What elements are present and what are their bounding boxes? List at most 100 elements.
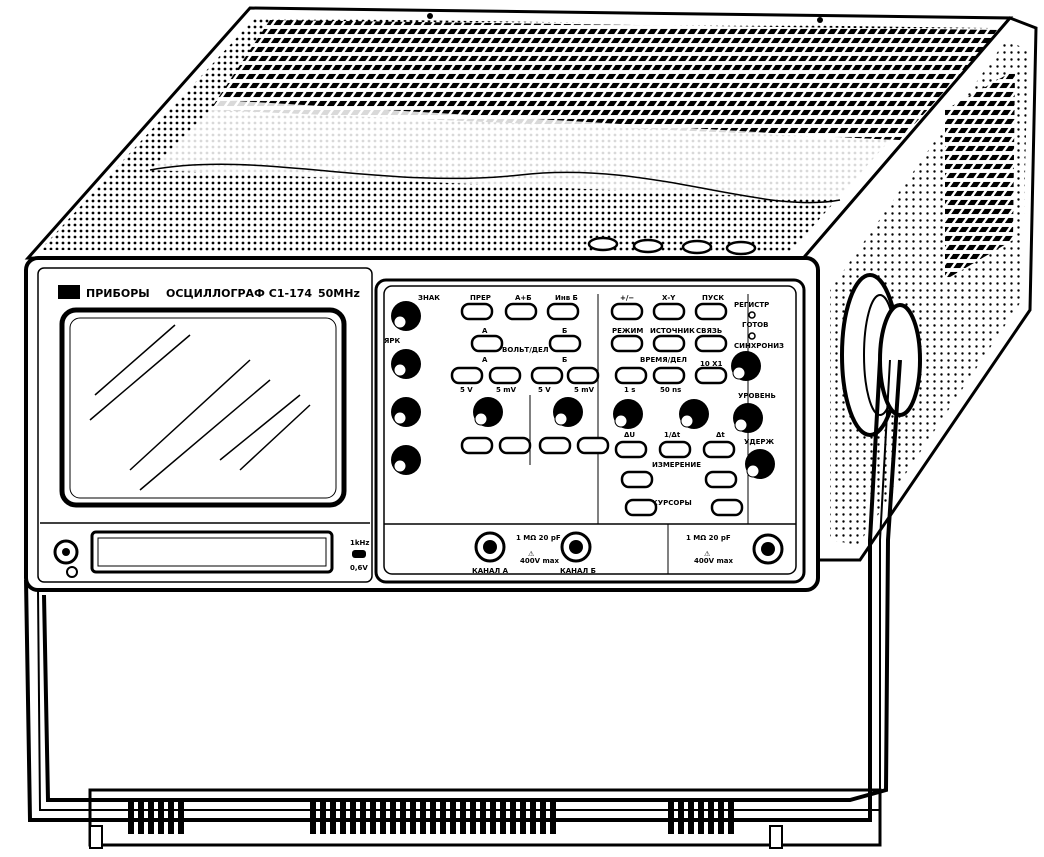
time-slow-button[interactable]	[614, 366, 648, 385]
a-volt-max-label: 5 V	[460, 386, 473, 394]
start-button[interactable]	[694, 302, 728, 321]
channel-a-input-label: КАНАЛ А	[472, 567, 509, 575]
brightness-label: ЯРК	[384, 337, 401, 345]
b-volt-down-button[interactable]	[566, 366, 600, 385]
base	[88, 788, 882, 849]
channel-a-bnc[interactable]	[474, 531, 506, 563]
bandwidth-label: 50MHz	[318, 287, 360, 300]
focus-knob[interactable]	[391, 349, 421, 379]
xy-label: Х-Y	[662, 294, 676, 302]
inverse-dt-button[interactable]	[658, 440, 692, 459]
cal-label-bottom: 0,6V	[350, 564, 368, 572]
time-fast-button[interactable]	[652, 366, 686, 385]
sync-label: СИНХРОНИЗ	[734, 342, 784, 350]
ground-terminal[interactable]	[66, 566, 78, 578]
b-volt-min-label: 5 mV	[574, 386, 595, 394]
channel-b-button[interactable]	[548, 334, 582, 353]
chop-button[interactable]	[460, 302, 494, 321]
trigger-mode-label: РЕЖИМ	[612, 327, 643, 335]
invert-b-button[interactable]	[546, 302, 580, 321]
time-div-label: ВРЕМЯ/ДЕЛ	[640, 356, 687, 364]
base-vent-left	[128, 800, 184, 834]
input-vmax-label: 400V max	[520, 557, 559, 565]
trace-rotation-knob[interactable]	[391, 445, 421, 475]
ext-input-spec-label: 1 MΩ 20 pF	[686, 534, 731, 542]
cal-output[interactable]	[352, 550, 366, 558]
b-ground-button[interactable]	[576, 436, 610, 455]
intensity-label: ЗНАК	[418, 294, 440, 302]
magnify-button[interactable]	[694, 366, 728, 385]
volts-div-label: ВОЛЬТ/ДЕЛ	[502, 346, 549, 354]
ready-led	[748, 311, 756, 319]
h-fine-knob[interactable]	[679, 399, 709, 429]
cursors-label: КУРСОРЫ	[652, 499, 692, 507]
model-title: ОСЦИЛЛОГРАФ С1-174	[166, 287, 312, 300]
trigger-mode-button[interactable]	[610, 334, 644, 353]
level-knob[interactable]	[733, 403, 763, 433]
mode-button-label-3: Инв Б	[555, 294, 578, 302]
input-spec-label: 1 MΩ 20 pF	[516, 534, 561, 542]
a-ground-button[interactable]	[498, 436, 532, 455]
intensity-knob[interactable]	[391, 301, 421, 331]
measure-label: ИЗМЕРЕНИЕ	[652, 461, 701, 469]
sync-led	[748, 332, 756, 340]
cal-label-top: 1kHz	[350, 539, 369, 547]
channel-a-button[interactable]	[470, 334, 504, 353]
mode-button-label-2: А+Б	[515, 294, 532, 302]
start-label: ПУСК	[702, 294, 724, 302]
mode-button-label-1: ПРЕР	[470, 294, 491, 302]
ready-label: ГОТОВ	[742, 321, 768, 329]
channel-b-input-label: КАНАЛ Б	[560, 567, 596, 575]
ext-warning-triangle: ⚠	[704, 550, 711, 558]
trigger-coupling-label: СВЯЗЬ	[696, 327, 722, 335]
external-trigger-bnc[interactable]	[752, 533, 784, 565]
trigger-source-label: ИСТОЧНИК	[650, 327, 695, 335]
trigger-coupling-button[interactable]	[694, 334, 728, 353]
cursor-2-up-button[interactable]	[704, 470, 738, 489]
hold-knob[interactable]	[745, 449, 775, 479]
channel-a-label-2: А	[482, 356, 488, 364]
inverse-dt-label: 1/Δt	[664, 431, 681, 439]
left-knobs: ЗНАК ЯРК	[384, 294, 440, 475]
left-foot	[89, 825, 103, 849]
delta-t-label: Δt	[716, 431, 725, 439]
add-button[interactable]	[504, 302, 538, 321]
register-label: РЕГИСТР	[734, 301, 769, 309]
xy-button[interactable]	[652, 302, 686, 321]
cursor-1-down-button[interactable]	[624, 498, 658, 517]
delta-v-button[interactable]	[614, 440, 648, 459]
polarity-button[interactable]	[610, 302, 644, 321]
b-volt-up-button[interactable]	[530, 366, 564, 385]
a-volt-up-button[interactable]	[450, 366, 484, 385]
crt-screen	[59, 307, 347, 508]
delta-v-label: ΔU	[624, 431, 635, 439]
level-label: УРОВЕНЬ	[738, 392, 776, 400]
cursor-2-down-button[interactable]	[710, 498, 744, 517]
a-coupling-button[interactable]	[460, 436, 494, 455]
delta-t-button[interactable]	[702, 440, 736, 459]
control-panel	[374, 278, 806, 584]
a-position-knob[interactable]	[473, 397, 503, 427]
channel-a-label: А	[482, 327, 488, 335]
b-volt-max-label: 5 V	[538, 386, 551, 394]
hold-label: УДЕРЖ	[744, 438, 775, 446]
scale-knob[interactable]	[391, 397, 421, 427]
vertical-section: ПРЕР А+Б Инв Б А Б ВОЛЬТ/ДЕЛ А Б 5 V 5 m…	[450, 294, 610, 455]
cabinet-side	[798, 16, 1038, 562]
base-vent-center	[310, 800, 556, 834]
right-foot	[769, 825, 783, 849]
b-position-knob[interactable]	[553, 397, 583, 427]
channel-b-bnc[interactable]	[560, 531, 592, 563]
cursor-1-up-button[interactable]	[620, 470, 654, 489]
h-position-knob[interactable]	[613, 399, 643, 429]
base-vent-right	[668, 800, 734, 834]
a-volt-down-button[interactable]	[488, 366, 522, 385]
brand-logo	[58, 285, 80, 299]
lower-left-panel: 1kHz 0,6V	[40, 522, 370, 578]
b-coupling-button[interactable]	[538, 436, 572, 455]
sync-level-knob[interactable]	[731, 351, 761, 381]
horizontal-section: +/− Х-Y ПУСК РЕГИСТР ГОТОВ СИНХРОНИЗ РЕЖ…	[610, 294, 784, 517]
brand-header: ПРИБОРЫ ОСЦИЛЛОГРАФ С1-174 50MHz	[58, 285, 360, 300]
trigger-source-button[interactable]	[652, 334, 686, 353]
